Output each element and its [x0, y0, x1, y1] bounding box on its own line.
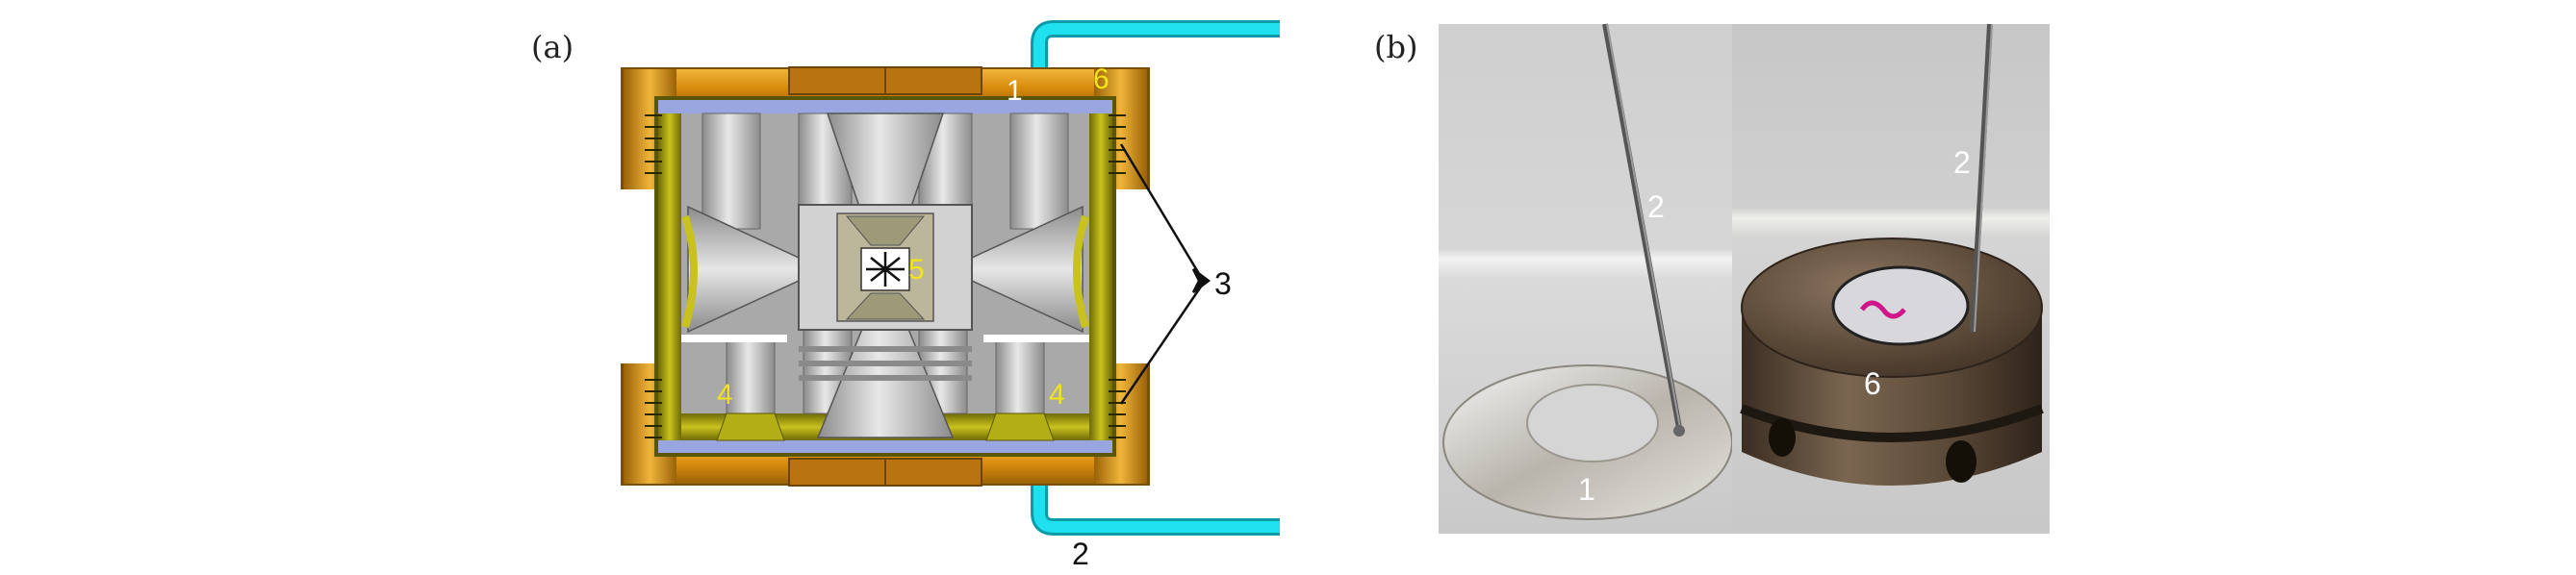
callout-1: 1: [1007, 75, 1023, 107]
washer-hole: [1526, 384, 1659, 462]
sample-cell: [798, 204, 973, 331]
panel-a-label: (a): [531, 29, 574, 65]
photo-left-callout-2: 2: [1647, 189, 1665, 224]
callout-3-arrows: [1119, 143, 1211, 405]
callout-4-right: 4: [1049, 379, 1065, 411]
wire-rod-right: [1970, 23, 1993, 333]
photo-right-callout-6: 6: [1864, 366, 1881, 401]
panel-b: (b) 2 1 2 6: [1374, 23, 2050, 534]
callout-2: 2: [1072, 537, 1089, 571]
panel-a: (a): [531, 20, 1280, 571]
inlet-pipe: [1031, 20, 1280, 536]
photo-washer: 2 1: [1439, 23, 1733, 534]
panel-b-label: (b): [1374, 29, 1417, 65]
cell-body-bore: [1831, 265, 1970, 346]
wire-rod-left: [1602, 23, 1682, 429]
photo-right-callout-2: 2: [1953, 145, 1971, 180]
photo-left-callout-1: 1: [1578, 472, 1595, 507]
callout-3: 3: [1214, 266, 1232, 301]
callout-6: 6: [1093, 63, 1109, 95]
callout-4-left: 4: [717, 379, 733, 411]
callout-5: 5: [908, 254, 925, 286]
photo-cell-body: 2 6: [1732, 23, 2050, 534]
